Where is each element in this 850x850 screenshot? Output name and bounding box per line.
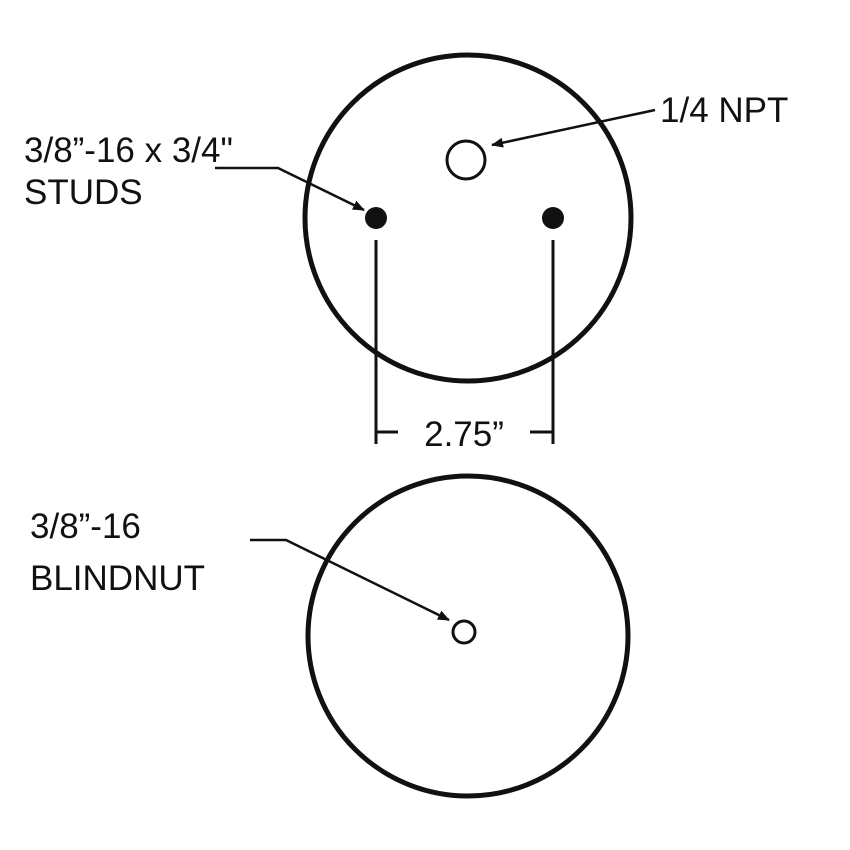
blindnut-label-line1: 3/8”-16 (30, 507, 141, 546)
npt-port-label: 1/4 NPT (660, 91, 788, 130)
bottom-plate-view: 3/8”-16 BLINDNUT (30, 473, 631, 799)
blindnut-hole (451, 619, 477, 645)
bottom-plate-outline (305, 473, 631, 799)
blindnut-label-line2: BLINDNUT (30, 559, 205, 598)
stud-left (365, 207, 387, 229)
stud-right (542, 207, 564, 229)
blindnut-leader-arrow (250, 538, 450, 622)
top-plate-view: 1/4 NPT 3/8”-16 x 3/4" STUDS 2.75” (24, 52, 788, 454)
studs-leader-arrow (215, 166, 365, 212)
npt-port-hole (445, 139, 487, 181)
npt-leader-arrow (491, 108, 656, 148)
studs-label-line2: STUDS (24, 173, 143, 212)
stud-spacing-label: 2.75” (424, 415, 504, 454)
top-plate-outline (302, 52, 634, 384)
studs-label-line1: 3/8”-16 x 3/4" (24, 131, 233, 170)
